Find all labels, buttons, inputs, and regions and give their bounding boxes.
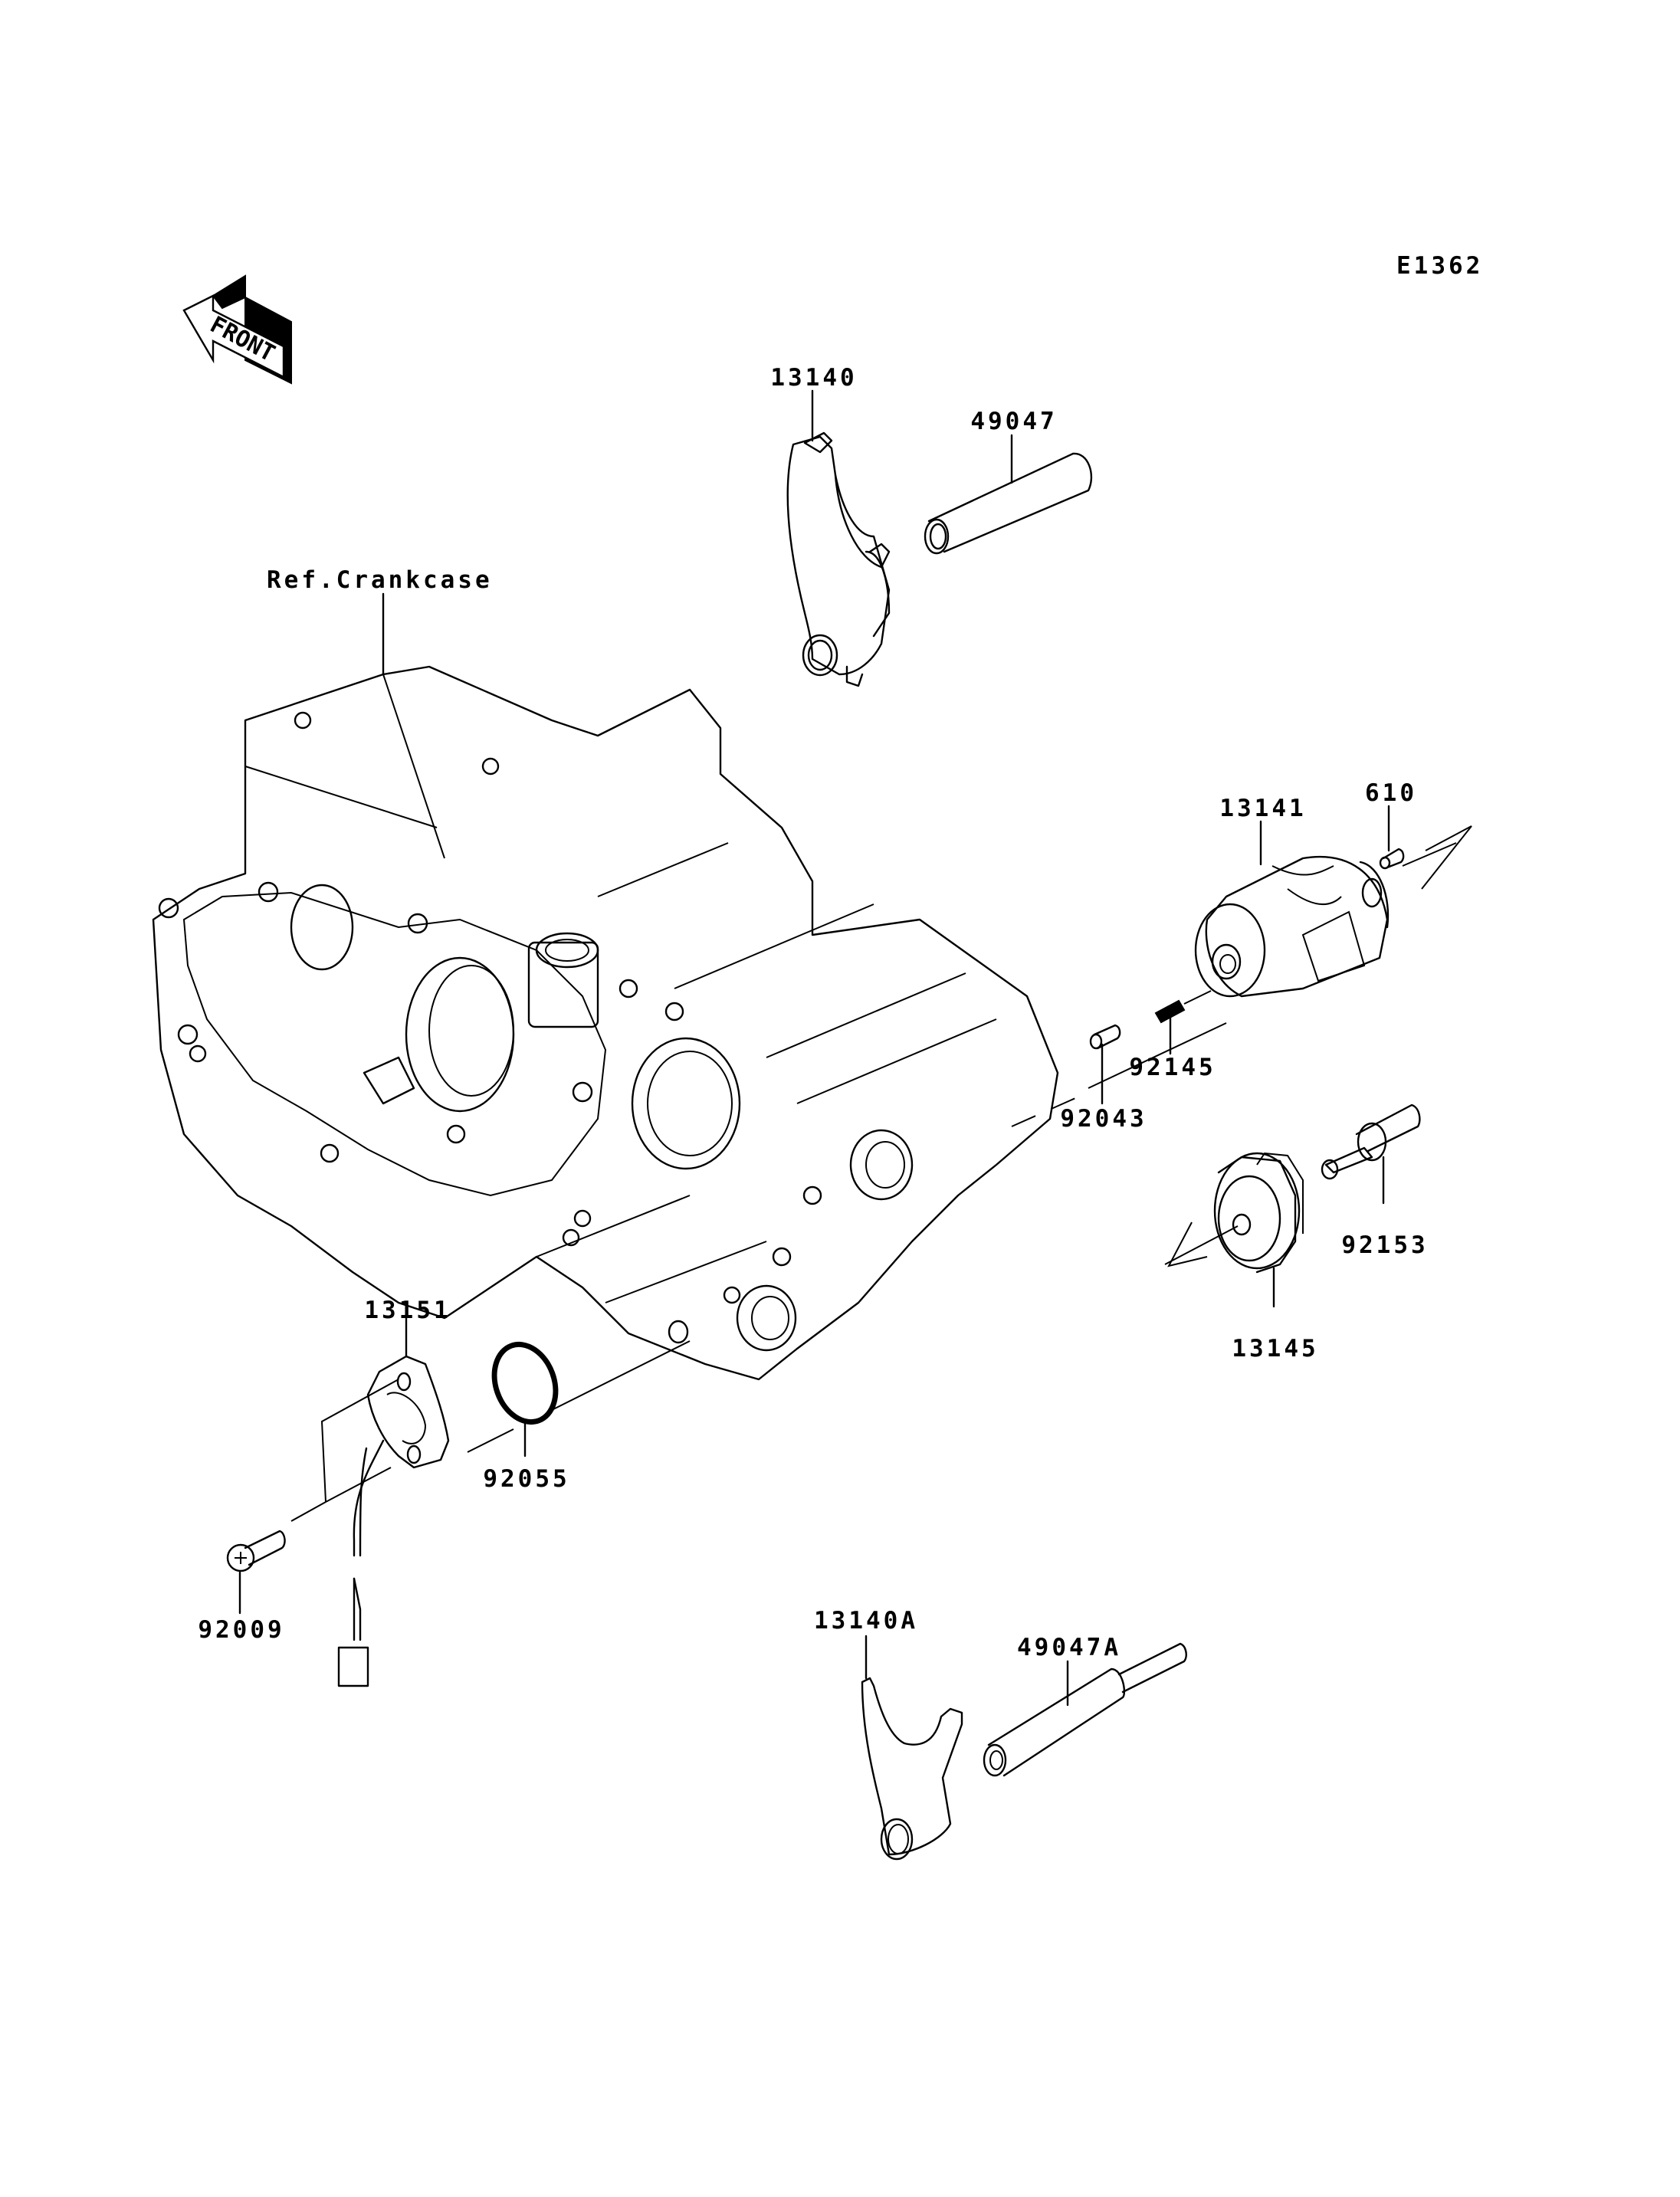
bolt-92153 [1321, 1103, 1421, 1205]
cam-13145 [1164, 1152, 1304, 1308]
part-label-92145[interactable]: 92145 [1129, 1054, 1216, 1081]
axis-line [1011, 1095, 1081, 1127]
part-label-13140A[interactable]: 13140A [814, 1607, 918, 1635]
axis-line [1088, 1022, 1227, 1089]
spring-92145 [1154, 990, 1212, 1055]
shift-fork-13140A [861, 1635, 963, 1861]
part-label-49047[interactable]: 49047 [970, 408, 1058, 435]
pin-92043 [1089, 1024, 1121, 1105]
part-label-13140[interactable]: 13140 [770, 364, 858, 392]
axis-line [1402, 842, 1457, 867]
front-arrow-icon: FRONT [182, 274, 292, 385]
oring-92055 [467, 1340, 691, 1458]
switch-13151 [290, 1317, 450, 1687]
shift-drum-13141 [1194, 820, 1390, 998]
part-label-13151[interactable]: 13151 [364, 1297, 451, 1324]
diagram-code: E1362 [1396, 252, 1484, 280]
part-label-13145[interactable]: 13145 [1232, 1335, 1319, 1362]
screw-92009 [226, 1530, 286, 1615]
shift-fork-13140 [786, 389, 891, 687]
pin-610 [1379, 805, 1405, 870]
part-label-92043[interactable]: 92043 [1060, 1105, 1147, 1133]
axis-marker [1421, 825, 1472, 890]
reference-label-crankcase: Ref.Crankcase [267, 566, 493, 594]
shift-rod-49047A [983, 1642, 1187, 1777]
part-label-92153[interactable]: 92153 [1341, 1231, 1429, 1259]
part-label-13141[interactable]: 13141 [1219, 795, 1307, 822]
crankcase-reference [152, 592, 1059, 1381]
part-label-92009[interactable]: 92009 [198, 1616, 285, 1644]
part-label-49047A[interactable]: 49047A [1017, 1634, 1121, 1661]
part-label-610[interactable]: 610 [1365, 779, 1417, 807]
part-label-92055[interactable]: 92055 [483, 1465, 570, 1493]
shift-rod-49047 [924, 434, 1093, 555]
